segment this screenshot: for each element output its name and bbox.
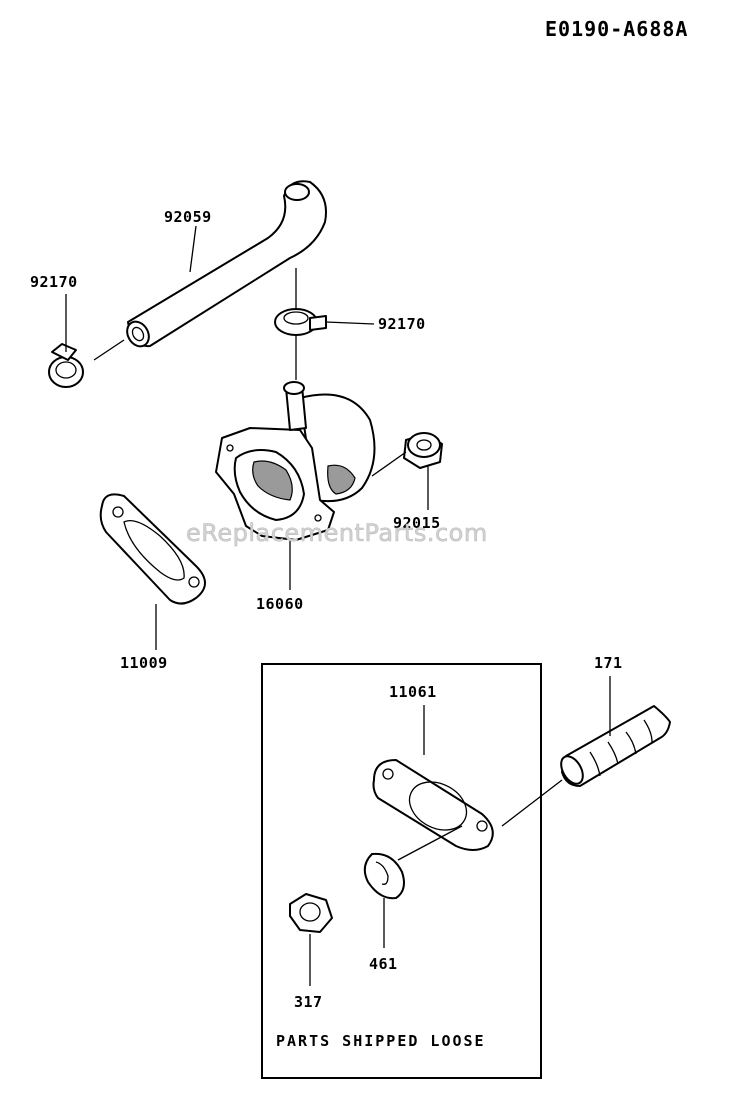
part-label-92170-right: 92170 — [378, 315, 426, 333]
clamp-92170-left — [48, 343, 84, 388]
part-label-11061: 11061 — [389, 683, 437, 701]
stud-171 — [560, 705, 671, 787]
watermark: eReplacementParts.com — [186, 519, 488, 547]
leader-lines — [65, 225, 611, 986]
diagram-id: E0190-A688A — [545, 17, 688, 41]
part-label-92015: 92015 — [393, 514, 441, 532]
part-label-461: 461 — [369, 955, 398, 973]
loose-parts-box — [261, 663, 542, 1079]
gasket-11061 — [372, 759, 494, 851]
nut-317 — [289, 893, 333, 933]
hose-92059 — [126, 180, 327, 348]
part-label-317: 317 — [294, 993, 323, 1011]
carburetor-16060 — [215, 381, 376, 541]
part-label-171: 171 — [594, 654, 623, 672]
washer-461 — [363, 852, 405, 900]
part-label-16060: 16060 — [256, 595, 304, 613]
loose-parts-caption: PARTS SHIPPED LOOSE — [276, 1032, 486, 1050]
clamp-92170-right — [274, 308, 327, 336]
part-label-92059: 92059 — [164, 208, 212, 226]
part-label-92170-left: 92170 — [30, 273, 78, 291]
part-label-11009: 11009 — [120, 654, 168, 672]
nut-92015 — [403, 432, 443, 469]
gasket-11009 — [99, 493, 206, 605]
